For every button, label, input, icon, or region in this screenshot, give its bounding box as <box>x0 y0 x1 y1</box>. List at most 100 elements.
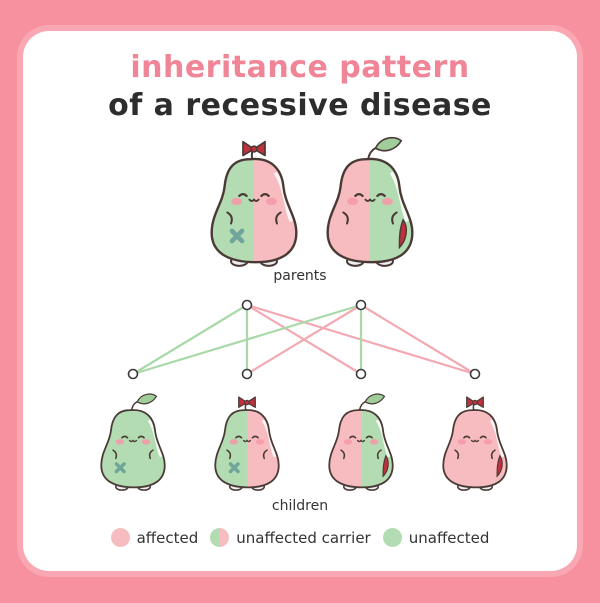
cheek-right <box>369 439 379 445</box>
child-node-2 <box>355 368 367 380</box>
legend-item-carrier: unaffected carrier <box>210 528 371 547</box>
arm-left <box>112 449 118 460</box>
body-right-half <box>247 409 279 488</box>
arm-right <box>262 449 268 460</box>
cheek-left <box>231 197 243 206</box>
cheek-left <box>115 439 125 445</box>
eye-right <box>137 435 145 439</box>
cheek-right <box>381 197 393 206</box>
eye-left <box>349 435 357 439</box>
child-pear-3 <box>442 396 508 491</box>
cheek-left <box>347 197 359 206</box>
eye-left <box>235 435 243 439</box>
leaf <box>374 136 403 152</box>
body-left-half <box>329 409 361 488</box>
parent-pear-1 <box>326 136 414 267</box>
carrier-swatch <box>210 528 230 547</box>
mouth <box>242 439 252 443</box>
red-mark <box>496 454 503 478</box>
child-pear-2 <box>328 393 394 491</box>
body-left-half <box>443 409 475 488</box>
body-right-half <box>370 158 413 263</box>
mouth <box>248 198 260 202</box>
body-right-half <box>254 158 297 263</box>
body-right-half <box>133 409 165 488</box>
cross-mark <box>114 462 126 474</box>
body-left-half <box>101 409 133 488</box>
body-right-half <box>475 409 507 488</box>
cheek-right <box>141 439 151 445</box>
affected-swatch <box>110 528 130 547</box>
bow-left <box>242 140 255 157</box>
connection-line-0 <box>131 303 249 376</box>
cheek-right <box>255 439 265 445</box>
child-node-0 <box>127 368 139 380</box>
arm-right <box>376 449 382 460</box>
title-line-1: inheritance pattern <box>130 50 470 85</box>
leaf <box>136 393 158 405</box>
parent-node-0 <box>241 299 253 311</box>
title-line-2: of a recessive disease <box>108 88 492 123</box>
red-mark <box>382 454 389 478</box>
mouth <box>364 198 376 202</box>
eye-left <box>463 435 471 439</box>
cheek-left <box>229 439 239 445</box>
stem <box>367 147 377 160</box>
body-outline <box>442 409 508 489</box>
bow-left <box>466 396 476 408</box>
legend-item-unaffected: unaffected <box>382 528 490 547</box>
body-right-half <box>361 409 393 488</box>
arm-left <box>226 449 232 460</box>
eye-left <box>354 193 364 198</box>
body-outline <box>214 409 280 489</box>
eye-left <box>238 193 248 198</box>
eye-left <box>121 435 129 439</box>
arm-left <box>454 449 460 460</box>
mouth <box>128 439 138 443</box>
bow-right <box>246 396 256 408</box>
bow-left <box>238 396 248 408</box>
connection-line-4 <box>131 303 363 376</box>
cheek-left <box>457 439 467 445</box>
child-node-1 <box>241 368 253 380</box>
cheek-left <box>343 439 353 445</box>
bow-knot <box>244 399 250 406</box>
child-pear-1 <box>214 396 280 491</box>
leaf <box>364 393 386 405</box>
bow-knot <box>250 145 258 153</box>
arm-left <box>226 211 233 225</box>
cheek-right <box>265 197 277 206</box>
mouth <box>470 439 480 443</box>
cross-mark <box>228 462 240 474</box>
body-left-half <box>327 158 370 263</box>
legend-item-affected: affected <box>110 528 199 547</box>
legend-label-affected: affected <box>136 528 199 547</box>
stem <box>130 401 138 411</box>
body-outline <box>328 409 394 489</box>
bow-right <box>253 140 266 157</box>
eye-right <box>365 435 373 439</box>
body-left-half <box>215 409 247 488</box>
cross-mark <box>229 228 245 244</box>
eye-right <box>376 193 386 198</box>
parents-label: parents <box>273 268 327 284</box>
connection-line-7 <box>359 303 477 376</box>
body-outline <box>210 157 298 264</box>
bow-right <box>474 396 484 408</box>
arm-right <box>391 211 398 225</box>
legend: affected unaffected carrier unaffected <box>0 528 600 547</box>
children-label: children <box>271 498 329 514</box>
stem <box>358 401 366 411</box>
bow-knot <box>472 399 478 406</box>
legend-label-unaffected: unaffected <box>408 528 490 547</box>
parent-node-1 <box>355 299 367 311</box>
eye-right <box>479 435 487 439</box>
child-pear-0 <box>100 393 166 491</box>
arm-left <box>342 211 349 225</box>
red-mark <box>398 218 408 250</box>
connection-line-5 <box>245 303 363 376</box>
legend-label-carrier: unaffected carrier <box>236 528 371 547</box>
arm-right <box>490 449 496 460</box>
parent-pear-0 <box>210 140 298 267</box>
